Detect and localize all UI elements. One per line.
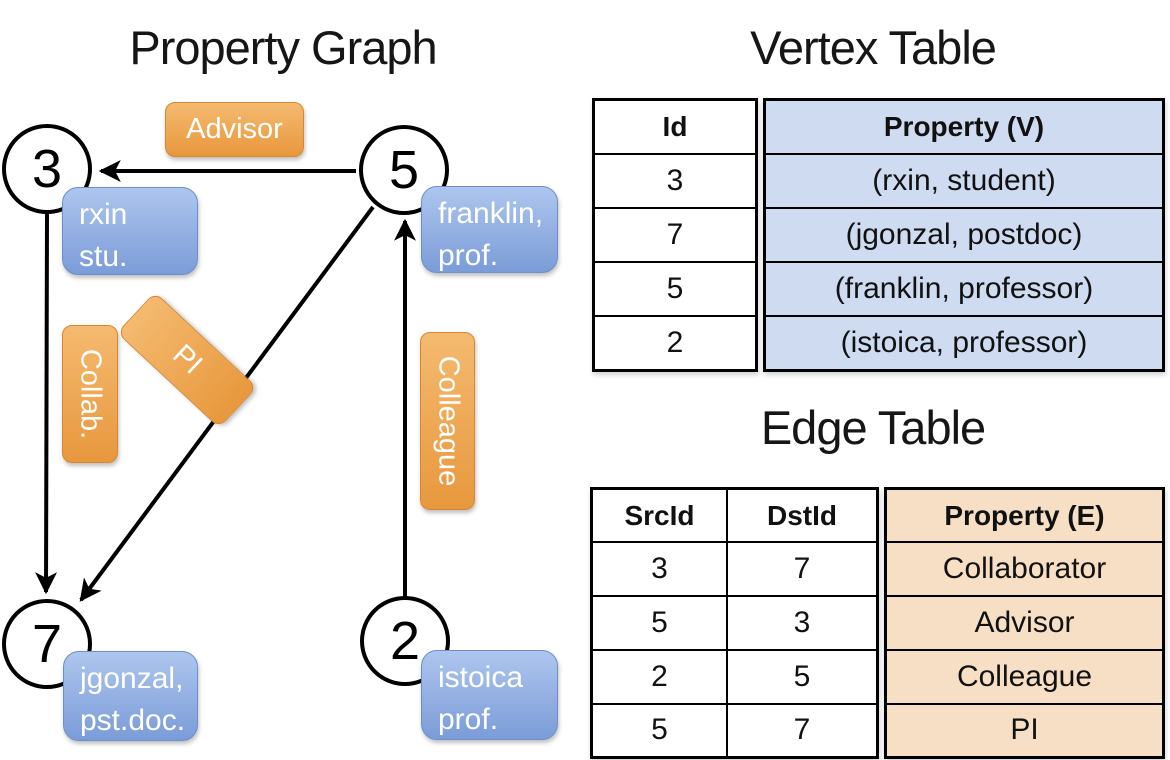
edge-label-advisor: Advisor bbox=[165, 102, 304, 157]
label-line: jgonzal, bbox=[80, 662, 184, 695]
table-cell: 2 bbox=[592, 315, 758, 372]
label-text: PI bbox=[166, 338, 209, 381]
table-cell: 7 bbox=[592, 206, 758, 264]
label-line: rxin bbox=[79, 198, 128, 231]
vertex-table-title: Vertex Table bbox=[750, 21, 997, 74]
table-cell: 5 bbox=[590, 702, 728, 759]
table-cell: 2 bbox=[590, 648, 728, 705]
table-cell: (rxin, student) bbox=[763, 152, 1165, 209]
table-cell: (franklin, professor) bbox=[763, 261, 1165, 318]
vertex-property-label-rxin: rxin stu. bbox=[62, 187, 198, 275]
edge-table-property-column: Property (E) Collaborator Advisor Collea… bbox=[884, 487, 1165, 759]
table-cell: Colleague bbox=[884, 648, 1165, 705]
table-cell: PI bbox=[884, 702, 1165, 759]
label-text: Advisor bbox=[186, 113, 283, 145]
column-header-dstid: DstId bbox=[726, 487, 879, 544]
vertex-property-label-istoica: istoica prof. bbox=[421, 650, 558, 740]
edge-collab-3-to-7 bbox=[35, 213, 58, 595]
table-cell: Collaborator bbox=[884, 541, 1165, 598]
vertex-id: 3 bbox=[31, 139, 63, 199]
table-cell: (istoica, professor) bbox=[763, 315, 1165, 372]
vertex-node-2: 2 bbox=[360, 596, 450, 686]
property-graph-title: Property Graph bbox=[129, 21, 437, 74]
edge-label-colleague: Colleague bbox=[420, 332, 475, 510]
label-line: franklin, bbox=[438, 197, 544, 230]
vertex-property-label-franklin: franklin, prof. bbox=[421, 186, 558, 273]
vertex-id: 7 bbox=[31, 614, 63, 674]
vertex-id: 2 bbox=[389, 611, 421, 671]
vertex-id: 5 bbox=[388, 140, 420, 200]
label-line: pst.doc. bbox=[80, 704, 186, 737]
edge-table-title: Edge Table bbox=[760, 401, 986, 454]
table-cell: 5 bbox=[726, 648, 879, 705]
vertex-node-5: 5 bbox=[359, 125, 449, 215]
column-header-property-e: Property (E) bbox=[884, 487, 1165, 544]
vertex-property-label-jgonzal: jgonzal, pst.doc. bbox=[63, 651, 198, 741]
label-text: Collab. bbox=[74, 348, 107, 440]
column-header-property-v: Property (V) bbox=[763, 98, 1165, 155]
label-line: istoica bbox=[438, 661, 524, 694]
table-cell: 7 bbox=[726, 702, 879, 759]
table-cell: Advisor bbox=[884, 595, 1165, 651]
table-cell: 3 bbox=[592, 152, 758, 209]
vertex-table-property-column: Property (V) (rxin, student) (jgonzal, p… bbox=[763, 98, 1165, 372]
column-header-id: Id bbox=[592, 98, 758, 155]
edge-label-collab: Collab. bbox=[62, 325, 118, 463]
label-line: stu. bbox=[79, 240, 128, 273]
label-line: prof. bbox=[438, 703, 499, 736]
vertex-table-id-column: Id 3 7 5 2 bbox=[592, 98, 758, 372]
edge-table-id-columns: SrcId DstId 3 7 5 3 2 5 5 7 bbox=[590, 487, 879, 759]
table-cell: 3 bbox=[590, 541, 728, 598]
label-text: Colleague bbox=[432, 355, 464, 487]
table-cell: (jgonzal, postdoc) bbox=[763, 206, 1165, 264]
label-line: prof. bbox=[438, 239, 499, 272]
table-cell: 5 bbox=[592, 261, 758, 318]
table-cell: 5 bbox=[590, 595, 728, 651]
table-cell: 3 bbox=[726, 595, 879, 651]
table-cell: 7 bbox=[726, 541, 879, 598]
column-header-srcid: SrcId bbox=[590, 487, 728, 544]
